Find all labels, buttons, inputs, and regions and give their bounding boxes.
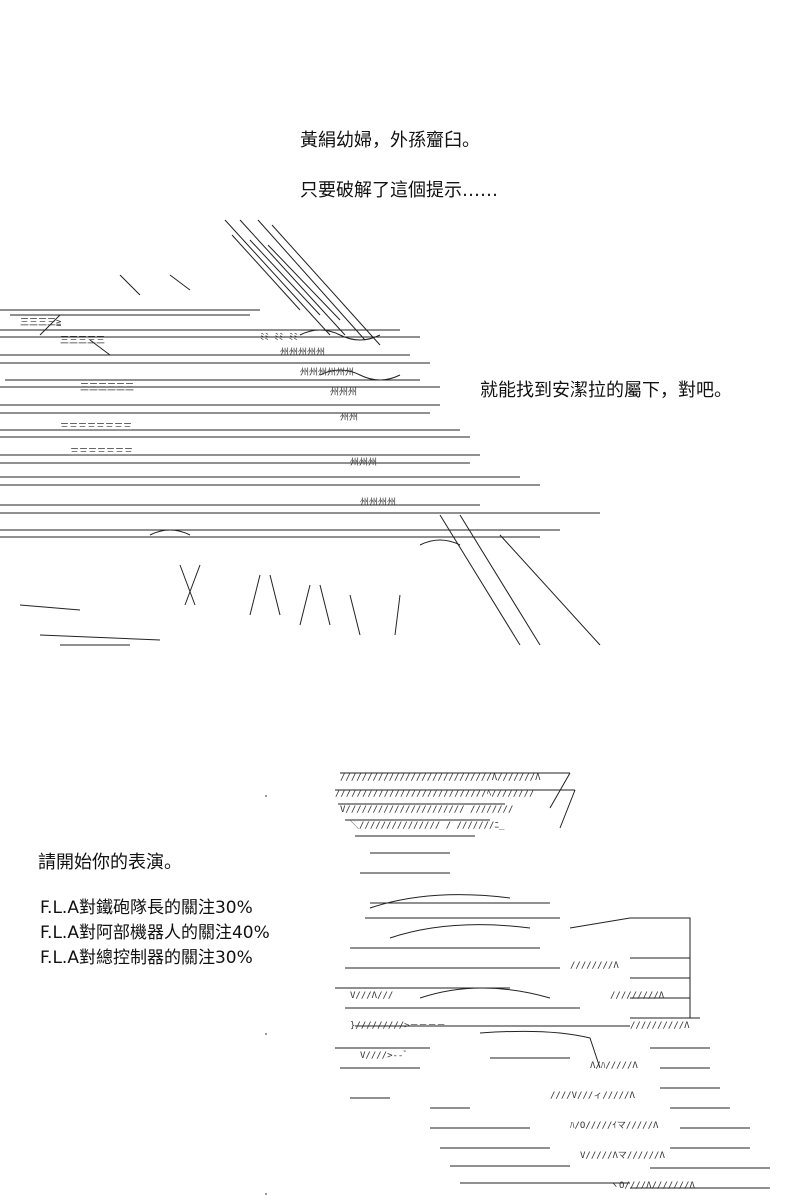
ascii-art-landscape: ﾐﾐ ﾐﾐ ﾐﾐ 州州州州州 州州州州州州 州州州 州州 州州州 州州州州 三三… <box>0 219 601 646</box>
caption-performance: 請開始你的表演。 <box>38 852 182 873</box>
svg-text:////V///ィ/////Λ: ////V///ィ/////Λ <box>550 1091 635 1101</box>
svg-text:ヽO////Λ///////Λ: ヽO////Λ///////Λ <box>610 1181 695 1191</box>
svg-text:三三三三三三: 三三三三三三 <box>80 383 134 393</box>
svg-text:州州州州州州: 州州州州州州 <box>300 367 354 378</box>
svg-text:州州: 州州 <box>340 412 358 423</box>
speck <box>265 1033 267 1035</box>
svg-text:州州州: 州州州 <box>350 457 377 468</box>
attention-stat-controller: F.L.A對總控制器的關注30% <box>40 948 253 968</box>
svg-text:三三三三三: 三三三三三 <box>60 336 105 346</box>
caption-hint: 只要破解了這個提示…… <box>300 180 498 201</box>
attention-stat-gunner: F.L.A對鐵砲隊長的關注30% <box>40 898 253 918</box>
attention-stat-abe-robot: F.L.A對阿部機器人的關注40% <box>40 923 270 943</box>
svg-text:////////////////////////////Λ/: ////////////////////////////Λ///////Λ <box>340 773 541 783</box>
svg-text://////////Λ: //////////Λ <box>630 1021 690 1031</box>
svg-text:V///Λ///: V///Λ/// <box>350 991 393 1001</box>
svg-text:三三三三三三三: 三三三三三三三 <box>70 448 133 458</box>
svg-text://///////Λ: /////////Λ <box>610 991 665 1001</box>
svg-text:V////>--ﾞ: V////>--ﾞ <box>360 1050 408 1061</box>
ascii-art-figure: ////////////////////////////Λ///////Λ //… <box>335 772 770 1191</box>
svg-text:ﾐﾐ ﾐﾐ ﾐﾐ: ﾐﾐ ﾐﾐ ﾐﾐ <box>260 333 298 343</box>
svg-text:}/////////>－－－－: }/////////>－－－－ <box>350 1021 446 1031</box>
svg-text:V/////Λマ//////Λ: V/////Λマ//////Λ <box>580 1151 665 1161</box>
caption-followers: 就能找到安潔拉的屬下，對吧。 <box>480 380 732 401</box>
svg-text:＼/////////////// / ///////ﾆ_: ＼/////////////// / ///////ﾆ_ <box>350 820 505 831</box>
svg-text:三三三三三三三三: 三三三三三三三三 <box>60 423 132 433</box>
svg-text:州州州州: 州州州州 <box>360 497 396 508</box>
svg-text:V////////////////////// ////: V////////////////////// //////// <box>340 805 513 815</box>
speck <box>265 795 267 797</box>
svg-text:Λ/ﾊ/////Λ: Λ/ﾊ/////Λ <box>590 1061 638 1071</box>
svg-text:////////////////////////////ﾍ/: ////////////////////////////ﾍ//////// <box>335 789 535 799</box>
speck <box>265 1193 267 1195</box>
caption-riddle: 黃絹幼婦，外孫齏臼。 <box>300 130 480 151</box>
svg-text:////////Λ: ////////Λ <box>570 961 619 971</box>
svg-text:州州州: 州州州 <box>330 387 357 398</box>
svg-text:三三三三≧: 三三三三≧ <box>20 318 62 328</box>
svg-text:州州州州州: 州州州州州 <box>280 347 325 358</box>
svg-text:ﾊ/O/////ｲマ/////Λ: ﾊ/O/////ｲマ/////Λ <box>570 1121 659 1131</box>
